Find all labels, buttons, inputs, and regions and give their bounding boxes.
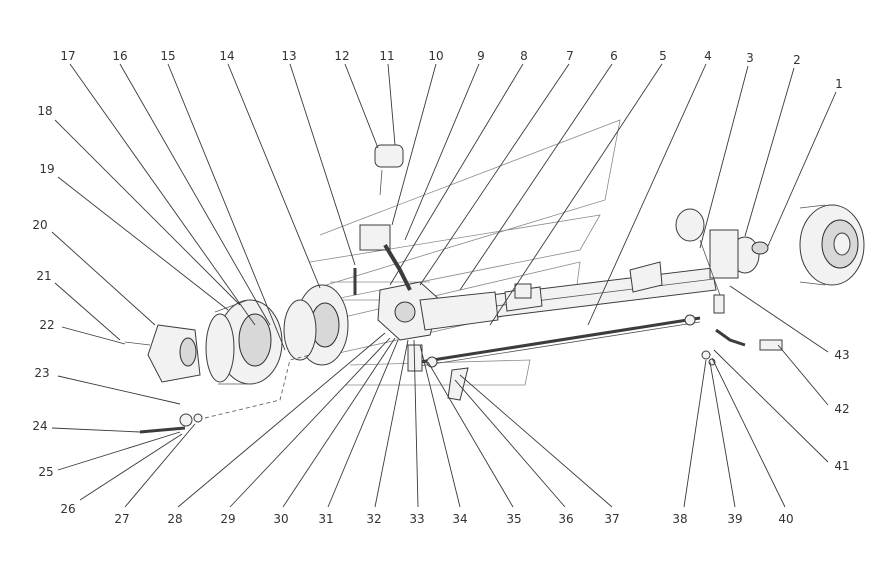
leader-lines — [51, 63, 837, 508]
hub-cap — [124, 324, 201, 383]
axle-beam — [449, 261, 717, 323]
callout-2: 2 — [793, 53, 801, 67]
callout-6: 6 — [610, 49, 618, 63]
callout-26: 26 — [60, 502, 75, 516]
callout-16: 16 — [112, 49, 127, 63]
callout-28: 28 — [167, 512, 182, 526]
callout-31: 31 — [318, 512, 333, 526]
right-linkage-parts — [701, 328, 783, 366]
callout-15: 15 — [160, 49, 175, 63]
callout-17: 17 — [60, 49, 75, 63]
right-brake-drum — [799, 204, 865, 286]
callout-12: 12 — [334, 49, 349, 63]
callout-numbers: 1 2 3 4 5 6 7 8 9 10 11 12 13 14 15 16 1… — [32, 49, 849, 526]
callout-33: 33 — [409, 512, 424, 526]
callout-19: 19 — [39, 162, 54, 176]
callout-9: 9 — [477, 49, 485, 63]
left-brake-drum — [205, 299, 283, 385]
callout-10: 10 — [428, 49, 443, 63]
guide-planes — [304, 119, 621, 386]
callout-20: 20 — [32, 218, 47, 232]
callout-1: 1 — [835, 77, 843, 91]
callout-39: 39 — [727, 512, 742, 526]
callout-29: 29 — [220, 512, 235, 526]
callout-43: 43 — [834, 348, 849, 362]
tie-rod — [419, 314, 701, 368]
callout-4: 4 — [704, 49, 712, 63]
callout-22: 22 — [39, 318, 54, 332]
left-steering-knuckle — [353, 144, 499, 401]
right-steering-knuckle — [675, 208, 769, 314]
callout-21: 21 — [36, 269, 51, 283]
callout-11: 11 — [379, 49, 394, 63]
callout-35: 35 — [506, 512, 521, 526]
callout-32: 32 — [366, 512, 381, 526]
callout-24: 24 — [32, 419, 47, 433]
callout-40: 40 — [778, 512, 793, 526]
callout-42: 42 — [834, 402, 849, 416]
callout-3: 3 — [746, 51, 754, 65]
callout-30: 30 — [273, 512, 288, 526]
callout-41: 41 — [834, 459, 849, 473]
callout-7: 7 — [566, 49, 574, 63]
callout-8: 8 — [520, 49, 528, 63]
callout-18: 18 — [37, 104, 52, 118]
callout-34: 34 — [452, 512, 467, 526]
callout-38: 38 — [672, 512, 687, 526]
callout-36: 36 — [558, 512, 573, 526]
callout-25: 25 — [38, 465, 53, 479]
callout-14: 14 — [219, 49, 234, 63]
callout-27: 27 — [114, 512, 129, 526]
callout-37: 37 — [604, 512, 619, 526]
left-backing-plate — [283, 284, 349, 366]
callout-23: 23 — [34, 366, 49, 380]
callout-5: 5 — [659, 49, 667, 63]
callout-13: 13 — [281, 49, 296, 63]
slack-adjuster — [139, 354, 311, 434]
